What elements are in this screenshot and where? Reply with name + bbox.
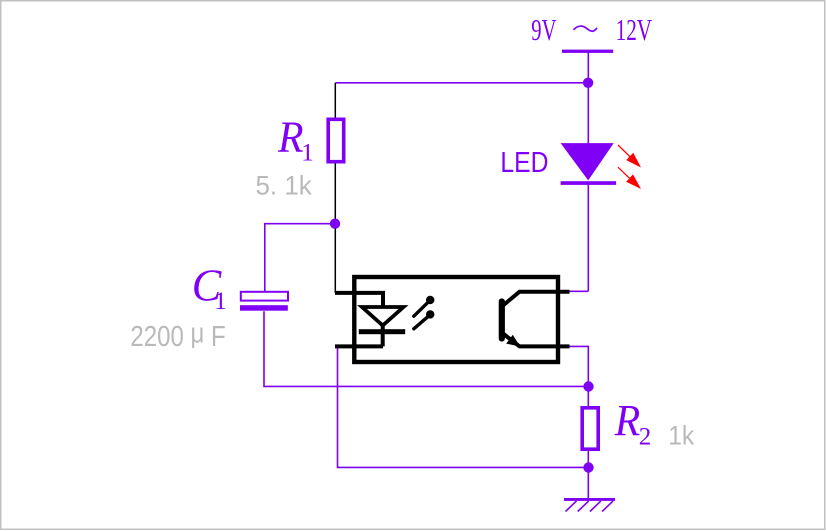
svg-text:R: R [614, 396, 641, 445]
svg-text:1: 1 [301, 139, 314, 166]
svg-text:12V: 12V [616, 12, 653, 47]
svg-text:5. 1k: 5. 1k [256, 171, 313, 201]
svg-text:1: 1 [214, 288, 227, 315]
svg-text:R: R [277, 113, 304, 162]
svg-text:C: C [192, 259, 223, 310]
svg-text:1k: 1k [668, 421, 694, 451]
svg-text:2: 2 [639, 424, 652, 451]
svg-text:2200 μ F: 2200 μ F [130, 318, 225, 353]
svg-text:LED: LED [500, 147, 548, 179]
svg-text:9V: 9V [531, 12, 557, 47]
